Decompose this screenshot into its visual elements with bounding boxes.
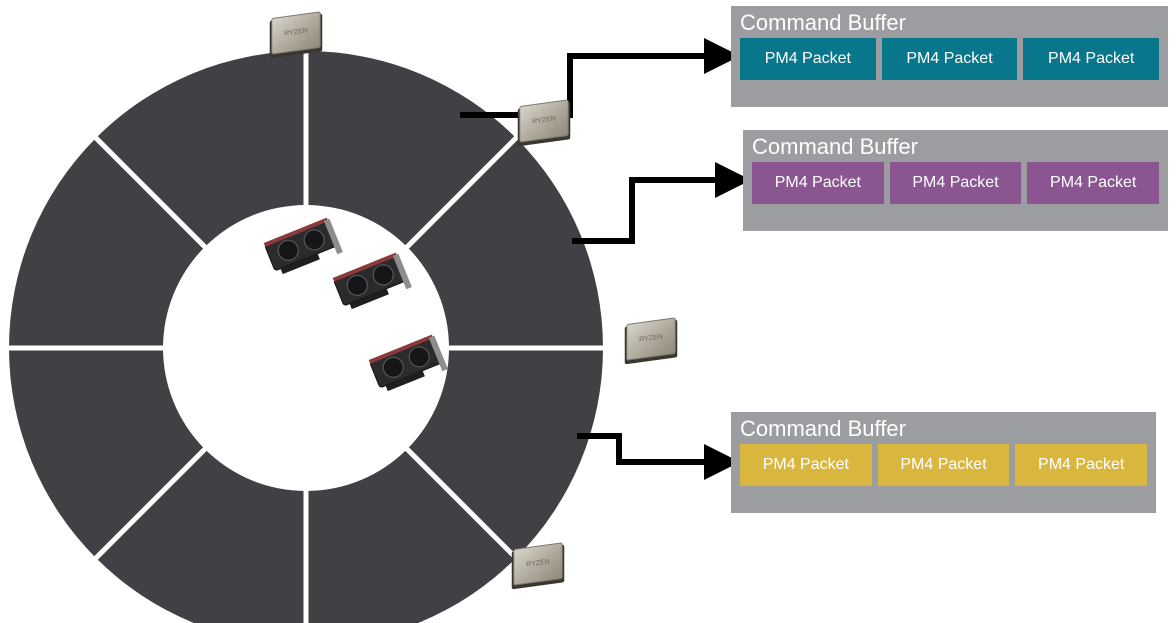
ring-segment-divider: [92, 134, 209, 251]
command-buffer-2: Command Buffer PM4 Packet PM4 Packet PM4…: [743, 130, 1168, 231]
command-buffer-title: Command Buffer: [740, 10, 906, 35]
ring-segment-divider: [403, 445, 520, 562]
command-buffer-1: Command Buffer PM4 Packet PM4 Packet PM4…: [731, 6, 1168, 107]
gpu-fan: [346, 274, 368, 296]
chip-lid: [271, 11, 321, 55]
chip-logo-text: RYZEN: [532, 115, 556, 125]
cpu-chip-icon: RYZEN: [624, 317, 678, 365]
command-buffer-title: Command Buffer: [752, 134, 918, 159]
cpu-chips: RYZEN RYZEN RYZEN RYZEN: [269, 11, 678, 590]
gpu-io-bracket: [428, 335, 448, 372]
pm4-packet: PM4 Packet: [877, 444, 1010, 486]
ring-buffer: [7, 49, 605, 623]
pm4-packet: PM4 Packet: [752, 162, 884, 204]
connector-arrows: [460, 38, 751, 480]
pm4-packet: PM4 Packet: [881, 38, 1018, 80]
cpu-chip-icon: RYZEN: [511, 542, 565, 590]
arrow-to-buffer-2: [572, 162, 751, 244]
cpu-chip-icon: RYZEN: [517, 99, 571, 147]
chip-logo-text: RYZEN: [639, 333, 663, 343]
chip-lid: [519, 99, 569, 143]
gpu-fan: [382, 356, 404, 378]
command-buffer-3: Command Buffer PM4 Packet PM4 Packet PM4…: [731, 412, 1156, 513]
gpu-accent-stripe: [263, 217, 329, 247]
gpu-cards: [263, 217, 448, 392]
gpu-fan: [372, 264, 394, 286]
pm4-packet: PM4 Packet: [740, 444, 872, 486]
pm4-packet: PM4 Packet: [740, 38, 876, 80]
gpu-io-bracket: [392, 253, 412, 290]
gpu-card-icon: [332, 252, 412, 310]
command-buffer-title: Command Buffer: [740, 416, 906, 441]
gpu-card-icon: [263, 217, 343, 275]
gpu-card-icon: [368, 334, 448, 392]
gpu-fan: [408, 346, 430, 368]
gpu-pcb-edge: [280, 253, 320, 275]
gpu-accent-stripe: [368, 334, 434, 364]
ring-segment-divider: [92, 445, 209, 562]
ring-segment-divider: [403, 134, 520, 251]
cpu-chip-icon: RYZEN: [269, 11, 323, 59]
chip-lid: [513, 542, 563, 586]
chip-logo-text: RYZEN: [526, 558, 550, 568]
chip-lid: [626, 317, 676, 361]
pm4-packet: PM4 Packet: [1023, 38, 1160, 80]
gpu-fan: [277, 239, 299, 261]
pm4-packet: PM4 Packet: [889, 162, 1022, 204]
chip-logo-text: RYZEN: [284, 27, 308, 37]
gpu-fan: [303, 229, 325, 251]
gpu-pcb-edge: [385, 370, 425, 392]
gpu-accent-stripe: [332, 252, 398, 282]
pm4-packet: PM4 Packet: [1027, 162, 1160, 204]
arrow-to-buffer-1: [460, 38, 740, 118]
ring-buffer-body: [9, 51, 603, 623]
gpu-pcb-edge: [349, 288, 389, 310]
gpu-io-bracket: [323, 218, 343, 255]
pm4-packet: PM4 Packet: [1015, 444, 1148, 486]
arrow-to-buffer-3: [577, 433, 740, 480]
